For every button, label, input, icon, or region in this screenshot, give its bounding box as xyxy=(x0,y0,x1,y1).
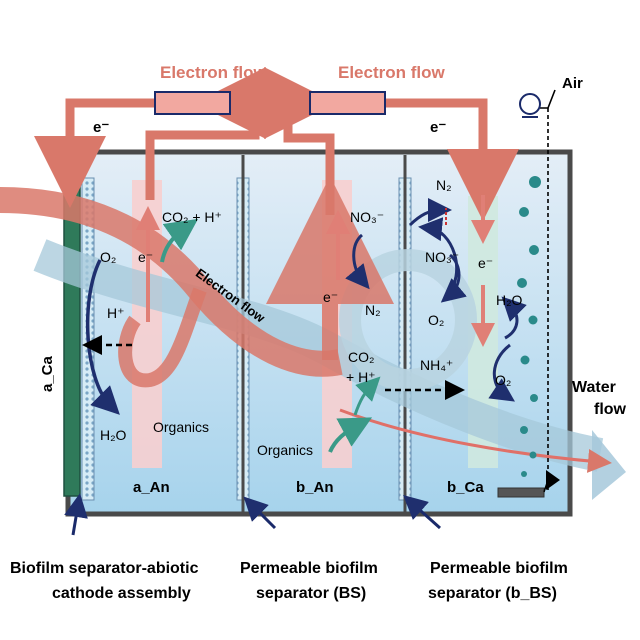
h2o-right-label: H₂O xyxy=(496,292,523,308)
water-label: Water xyxy=(572,379,616,396)
circuit-left-down xyxy=(34,98,155,208)
resistor-right xyxy=(309,91,386,115)
circuit-left-up xyxy=(145,67,266,200)
resistor-left xyxy=(154,91,231,115)
o2-left-label: O₂ xyxy=(100,249,116,265)
nh4-label: NH₄⁺ xyxy=(420,357,453,373)
co2-mid-label: CO₂ xyxy=(348,349,374,365)
air-label: Air xyxy=(562,75,583,92)
air-bubbles xyxy=(517,176,541,477)
organics-left-label: Organics xyxy=(153,419,209,435)
circuit-right-down xyxy=(385,98,519,221)
h-plus-label: H⁺ xyxy=(107,305,125,321)
e-bca-label: e⁻ xyxy=(478,255,493,271)
caption-1-line-2: cathode assembly xyxy=(52,585,191,602)
caption-1-line-1: Biofilm separator-abiotic xyxy=(10,560,199,577)
co2-h-label: CO₂ + H⁺ xyxy=(162,209,222,225)
e-ban-label: e⁻ xyxy=(323,289,338,305)
a-an-label: a_An xyxy=(133,479,170,496)
a-ca-label: a_Ca xyxy=(39,355,56,392)
h2o-left-label: H₂O xyxy=(100,427,127,443)
flow-label: flow xyxy=(594,401,627,418)
b-ca-label: b_Ca xyxy=(447,479,484,496)
caption-3-line-1: Permeable biofilm xyxy=(430,560,568,577)
air-pump-icon xyxy=(519,93,541,115)
b-an-label: b_An xyxy=(296,479,334,496)
caption-2-line-2: separator (BS) xyxy=(256,585,366,602)
caption-3-line-2: separator (b_BS) xyxy=(428,585,557,602)
circuit-right-up xyxy=(264,67,336,215)
no3-right-label: NO₃⁻ xyxy=(425,249,459,265)
no3-mid-label: NO₃⁻ xyxy=(350,209,384,225)
organics-mid-label: Organics xyxy=(257,442,313,458)
n2-mid-label: N₂ xyxy=(365,302,381,318)
caption-2-line-1: Permeable biofilm xyxy=(240,560,378,577)
air-diffuser xyxy=(497,487,545,498)
e-aan-label: e⁻ xyxy=(138,249,153,265)
electron-flow-label-left: Electron flow xyxy=(160,63,268,82)
o2-right1-label: O₂ xyxy=(428,312,444,328)
electron-right-label: e⁻ xyxy=(430,119,446,136)
electron-left-label: e⁻ xyxy=(93,119,109,136)
recirculation-loop xyxy=(339,249,477,391)
h-mid-label: + H⁺ xyxy=(346,369,376,385)
water-flow-arrowhead xyxy=(592,430,626,500)
n2-right-label: N₂ xyxy=(436,177,452,193)
electron-flow-label-right: Electron flow xyxy=(338,63,446,82)
o2-right2-label: O₂ xyxy=(495,372,511,388)
abiotic-cathode-plate xyxy=(63,179,81,497)
